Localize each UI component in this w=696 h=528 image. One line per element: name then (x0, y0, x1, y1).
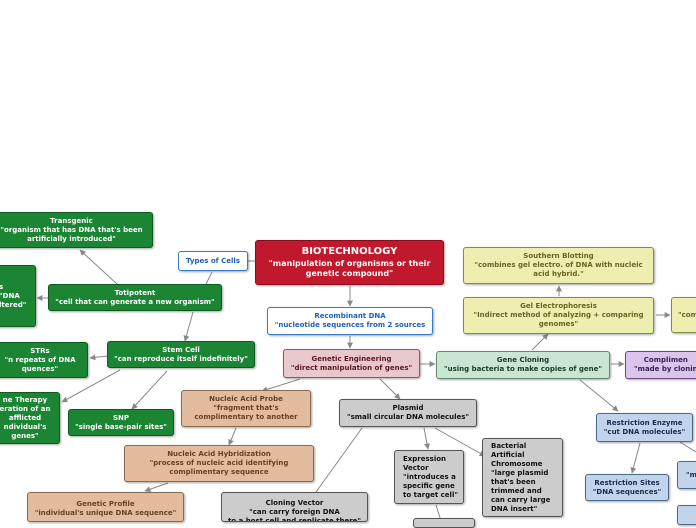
connector-geneng-probe (261, 378, 301, 393)
node-southern-blotting[interactable]: Southern Blotting "combines gel electro.… (463, 247, 654, 284)
node-snp[interactable]: SNP "single base-pair sites" (68, 409, 174, 436)
node-nucleic-acid-hybridization[interactable]: Nucleic Acid Hybridization "process of n… (124, 445, 314, 482)
node-genetic-profile[interactable]: Genetic Profile "individual's unique DNA… (27, 492, 184, 522)
connector-plasmid-cloning (315, 427, 363, 493)
connector-types-totipotent (204, 271, 213, 287)
connector-plasmid-expression (423, 427, 430, 450)
connector-totipotent-transgenic (79, 249, 118, 285)
node-plasmid[interactable]: Plasmid "small circular DNA molecules" (339, 399, 477, 427)
connector-totipotent-stemcell (183, 311, 194, 342)
node-complimentary[interactable]: Complimen "made by clonin (625, 351, 696, 379)
node-cloning-vector[interactable]: Cloning Vector "can carry foreign DNA to… (221, 492, 368, 522)
node-restriction-enzyme[interactable]: Restriction Enzyme "cut DNA molecules" (596, 413, 693, 442)
node-totipotent[interactable]: Totipotent "cell that can generate a new… (48, 284, 222, 311)
node-strs[interactable]: STRs "n repeats of DNA quences" (0, 342, 88, 378)
connector-restriction-sites (630, 442, 641, 474)
node-far-right-cutoff[interactable]: "m (677, 461, 696, 489)
node-gene-therapy[interactable]: ne Therapy eration of an afflicted ndivi… (0, 392, 60, 444)
connector-hybrid-profile (144, 482, 169, 493)
connector-restriction-right (679, 441, 696, 453)
node-nucleic-acid-probe[interactable]: Nucleic Acid Probe "fragment that's comp… (181, 390, 311, 427)
node-gel-electrophoresis[interactable]: Gel Electrophoresis "Indirect method of … (463, 297, 654, 334)
node-types-of-cells[interactable]: Types of Cells (178, 251, 248, 271)
node-expression-vector[interactable]: Expression Vector "introduces a specific… (394, 450, 464, 504)
node-stem-cell[interactable]: Stem Cell "can reproduce itself indefini… (107, 341, 255, 368)
connector-genecloning-restriction (579, 379, 619, 412)
connector-plasmid-bac (434, 427, 486, 457)
connector-stemcell-strs (89, 354, 108, 361)
node-biotechnology[interactable]: BIOTECHNOLOGY "manipulation of organisms… (255, 240, 444, 285)
node-altered[interactable]: s "DNA ltered" (0, 265, 36, 327)
node-biotechnology-title: BIOTECHNOLOGY (301, 245, 398, 257)
node-restriction-sites[interactable]: Restriction Sites "DNA sequences" (585, 474, 669, 501)
node-transgenic[interactable]: Transgenic "organism that has DNA that's… (0, 212, 153, 248)
node-far-right-lower[interactable] (677, 505, 696, 525)
node-recombinant-dna[interactable]: Recombinant DNA "nucleotide sequences fr… (267, 307, 433, 335)
node-genetic-engineering[interactable]: Genetic Engineering "direct manipulation… (283, 349, 420, 378)
node-gel-right-cutoff[interactable]: "com (671, 297, 696, 333)
connector-stemcell-genetherapy (61, 369, 121, 403)
connector-stemcell-snp (131, 370, 168, 410)
connector-geneng-plasmid (379, 378, 401, 400)
connector-probe-hybrid (228, 427, 237, 446)
connector-expression-down (435, 504, 441, 519)
node-biotechnology-subtitle: "manipulation of organisms or their gene… (268, 258, 431, 278)
connector-genecloning-gel (531, 333, 549, 351)
node-gene-cloning[interactable]: Gene Cloning "using bacteria to make cop… (436, 351, 610, 379)
node-bacterial-artificial-chromosome[interactable]: Bacterial Artificial Chromosome "large p… (482, 438, 563, 517)
